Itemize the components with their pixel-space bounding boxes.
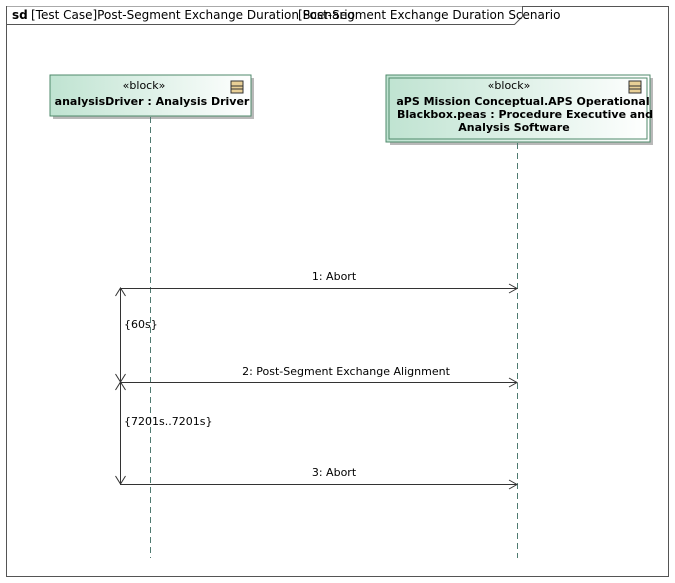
duration-constraint-1[interactable]: {60s} <box>115 287 158 383</box>
lifeline-stereotype: «block» <box>488 79 531 92</box>
message-label: 2: Post-Segment Exchange Alignment <box>242 365 450 378</box>
frame-title-overlap: [Post-Segment Exchange Duration Scenario <box>298 8 560 22</box>
message-2[interactable]: 2: Post-Segment Exchange Alignment <box>120 365 519 388</box>
lifeline-analysis-driver[interactable]: «block» analysisDriver : Analysis Driver <box>49 74 254 119</box>
frame-title-tab <box>6 6 523 25</box>
lifeline-name: analysisDriver : Analysis Driver <box>55 95 250 108</box>
lifeline-peas[interactable]: «block» aPS Mission Conceptual.APS Opera… <box>385 74 653 145</box>
message-label: 1: Abort <box>312 270 357 283</box>
frame-title: [Test Case]Post-Segment Exchange Duratio… <box>31 8 355 22</box>
message-1[interactable]: 1: Abort <box>120 270 519 294</box>
message-3[interactable]: 3: Abort <box>120 466 519 490</box>
duration-constraint-2[interactable]: {7201s..7201s} <box>115 381 213 485</box>
lifeline-name-line-3: Analysis Software <box>458 121 569 134</box>
lifeline-name-line-1: aPS Mission Conceptual.APS Operational <box>396 95 649 108</box>
frame-keyword: sd <box>12 8 28 22</box>
duration-label: {7201s..7201s} <box>124 415 212 428</box>
message-label: 3: Abort <box>312 466 357 479</box>
duration-label: {60s} <box>124 318 158 331</box>
lifeline-stereotype: «block» <box>123 79 166 92</box>
svg-text:sd: sd <box>12 8 28 22</box>
lifeline-name-line-2: Blackbox.peas : Procedure Executive and <box>397 108 653 121</box>
block-icon <box>230 80 244 94</box>
block-icon <box>628 80 642 94</box>
